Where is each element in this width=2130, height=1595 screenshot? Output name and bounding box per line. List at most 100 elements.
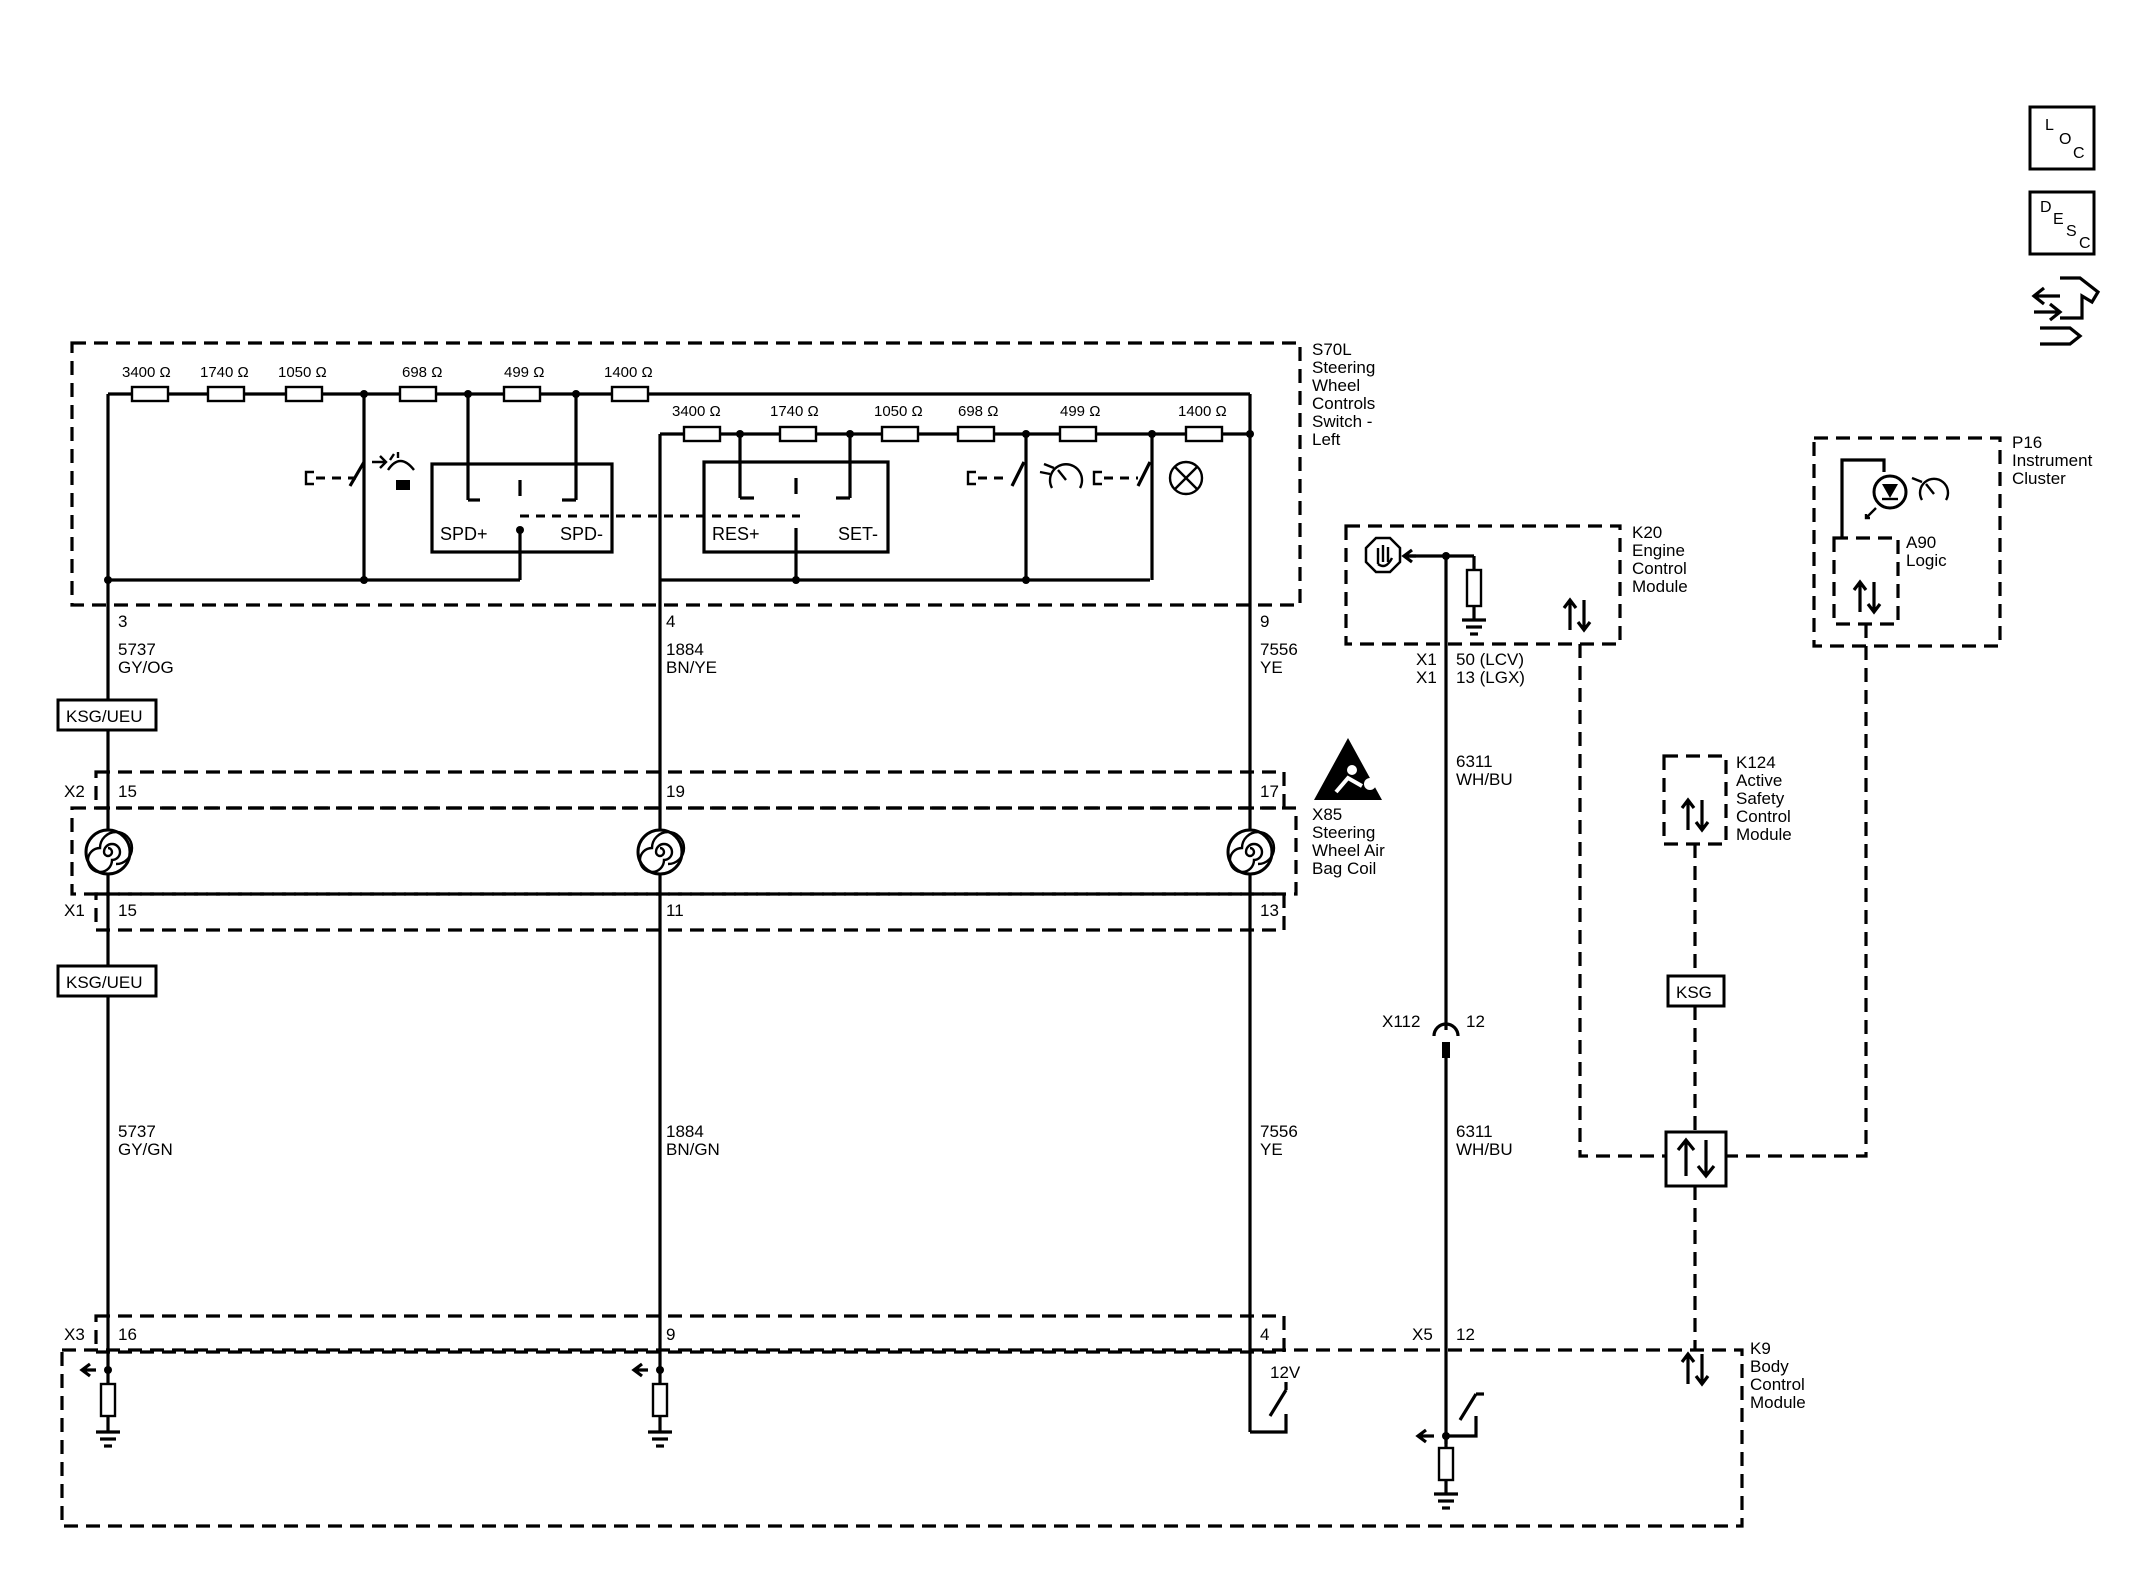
- k124-label-line: K124: [1736, 753, 1776, 772]
- pin-label: 4: [666, 612, 675, 631]
- pin-label: 9: [1260, 612, 1269, 631]
- ground-icon: [1434, 1492, 1458, 1510]
- pin-label: 12: [1466, 1012, 1485, 1031]
- pin-label: 3: [118, 612, 127, 631]
- loc-letter-3: C: [2073, 145, 2085, 162]
- ohm-label: 3400 Ω: [122, 364, 171, 381]
- option-tag-label: KSG/UEU: [66, 973, 143, 992]
- s70l-label-line: Controls: [1312, 394, 1375, 413]
- k20-label-line: Control: [1632, 559, 1687, 578]
- option-tag-label: KSG/UEU: [66, 707, 143, 726]
- s70l-label-line: S70L: [1312, 340, 1352, 359]
- cruise-cancel-icon: [1168, 460, 1204, 496]
- wire-color: WH/BU: [1456, 1140, 1513, 1159]
- pin-label: 13: [1260, 901, 1279, 920]
- ground-icon: [96, 1430, 120, 1448]
- connector-repair-icon[interactable]: [2031, 276, 2101, 346]
- k124-label-line: Control: [1736, 807, 1791, 826]
- k124-label-line: Module: [1736, 825, 1792, 844]
- wire-color: BN/YE: [666, 658, 717, 677]
- wire-circuit: 6311: [1456, 752, 1493, 771]
- resistor-499: [1058, 425, 1098, 443]
- k9-label-line: Module: [1750, 1393, 1806, 1412]
- option-tag: KSG/UEU: [56, 964, 158, 998]
- ohm-label: 698 Ω: [402, 364, 442, 381]
- voltage-label: 12V: [1270, 1363, 1301, 1382]
- res-plus-button-label: RES+: [712, 524, 760, 544]
- x85-label-line: Bag Coil: [1312, 859, 1376, 878]
- k9-body-control-module: X3 16 9 4 X5 12 12V: [60, 1314, 1806, 1528]
- set-minus-button-label: SET-: [838, 524, 878, 544]
- ohm-label: 499 Ω: [1060, 403, 1100, 420]
- pin-label: 17: [1260, 782, 1279, 801]
- connector-label: X1: [1416, 650, 1437, 669]
- s70l-label-line: Left: [1312, 430, 1341, 449]
- s70l-label-line: Steering: [1312, 358, 1375, 377]
- resistor-1740: [778, 425, 818, 443]
- resistor-698: [956, 425, 996, 443]
- serial-data-arrows-icon: [1852, 579, 1882, 615]
- option-tag: KSG: [1666, 974, 1726, 1008]
- wire-color: BN/GN: [666, 1140, 720, 1159]
- k20-label-line: Engine: [1632, 541, 1685, 560]
- pin-label: 15: [118, 782, 137, 801]
- indicator-lamp-icon: [1864, 474, 1908, 520]
- k124-active-safety-control-module: K124 Active Safety Control Module: [1662, 753, 1792, 846]
- desc-letter-4: C: [2079, 235, 2091, 252]
- wire-color: GY/GN: [118, 1140, 173, 1159]
- p16-label-line: Cluster: [2012, 469, 2066, 488]
- ohm-label: 698 Ω: [958, 403, 998, 420]
- clockspring-coil-icon: [636, 828, 686, 876]
- wire-color: YE: [1260, 1140, 1283, 1159]
- ground-icon: [1462, 618, 1486, 636]
- wiper-washer-icon: [372, 452, 415, 490]
- serial-data-splice-icon: [1664, 1130, 1728, 1188]
- pin-label: 50 (LCV): [1456, 650, 1524, 669]
- serial-data-line: [1578, 644, 1666, 1158]
- ohm-label: 499 Ω: [504, 364, 544, 381]
- k20-label-line: Module: [1632, 577, 1688, 596]
- clockspring-coil-icon: [84, 828, 134, 876]
- connector-label: X1: [1416, 668, 1437, 687]
- k20-engine-control-module: K20 Engine Control Module: [1344, 523, 1688, 646]
- x85-label-line: Steering: [1312, 823, 1375, 842]
- spd-plus-button-label: SPD+: [440, 524, 488, 544]
- cruise-indicator-icon: [1911, 476, 1950, 501]
- spd-minus-button-label: SPD-: [560, 524, 603, 544]
- k9-label-line: Control: [1750, 1375, 1805, 1394]
- serial-data-line: [1726, 624, 1868, 1158]
- pin-label: 4: [1260, 1325, 1269, 1344]
- ohm-label: 1400 Ω: [1178, 403, 1227, 420]
- desc-letter-1: D: [2040, 199, 2052, 216]
- x112-label: X112: [1382, 1012, 1420, 1031]
- k20-label-line: K20: [1632, 523, 1662, 542]
- desc-icon[interactable]: D E S C: [2028, 190, 2096, 256]
- x5-connector-label: X5: [1412, 1325, 1433, 1344]
- ohm-label: 3400 Ω: [672, 403, 721, 420]
- wire-circuit: 5737: [118, 1122, 156, 1141]
- loc-letter-2: O: [2059, 131, 2071, 148]
- x112-inline-connector: X112 12: [1382, 1012, 1485, 1058]
- ohm-label: 1740 Ω: [200, 364, 249, 381]
- option-tag-label: KSG: [1676, 983, 1712, 1002]
- x1-connector-label: X1: [64, 901, 85, 920]
- resistor-698: [398, 385, 438, 403]
- k124-label-line: Active: [1736, 771, 1782, 790]
- loc-icon[interactable]: L O C: [2028, 105, 2096, 171]
- resistor-3400: [682, 425, 722, 443]
- pin-label: 19: [666, 782, 685, 801]
- resistor-1050: [284, 385, 324, 403]
- wire-circuit: 1884: [666, 1122, 704, 1141]
- wire-circuit: 1884: [666, 640, 704, 659]
- x85-label-line: Wheel Air: [1312, 841, 1385, 860]
- p16-instrument-cluster: A90 Logic P16 Instrument Cluster: [1812, 433, 2093, 648]
- option-tag: KSG/UEU: [56, 698, 158, 732]
- k9-label-line: K9: [1750, 1339, 1771, 1358]
- k9-label-line: Body: [1750, 1357, 1789, 1376]
- s70l-label-line: Wheel: [1312, 376, 1360, 395]
- s70l-steering-wheel-controls-switch: 3400 Ω 1740 Ω 1050 Ω 698 Ω 499 Ω 1400 Ω: [70, 340, 1375, 607]
- wire-color: WH/BU: [1456, 770, 1513, 789]
- airbag-warning-icon: [1314, 738, 1382, 800]
- resistor-3400: [130, 385, 170, 403]
